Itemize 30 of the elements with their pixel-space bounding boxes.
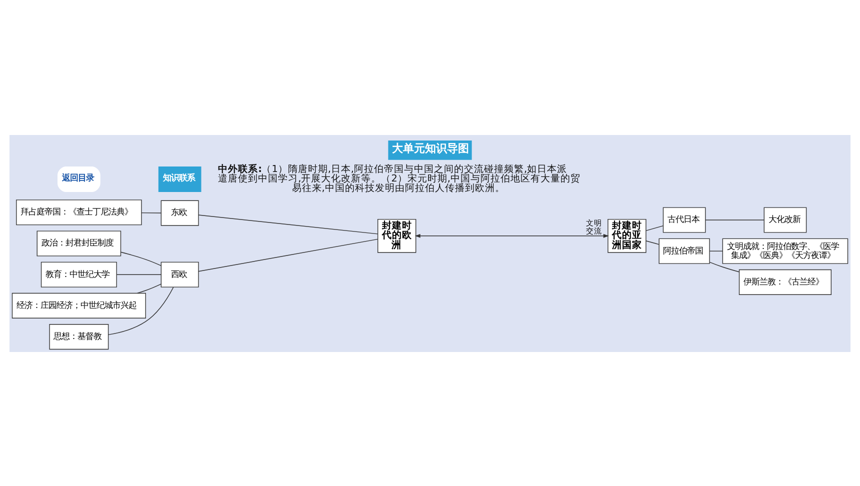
node-box: 东欧 — [160, 200, 199, 226]
node-box: 封建时代的亚洲国家 — [608, 218, 646, 252]
connector — [141, 212, 162, 213]
node-box: 教育：中世纪大学 — [40, 261, 117, 287]
connector — [198, 214, 378, 234]
node-box: 文明成就：阿拉伯数字、《医学集成》《医典》《天方夜谭》 — [722, 238, 848, 264]
node-box: 大化改新 — [764, 206, 807, 232]
label: 返回目录 — [62, 172, 94, 182]
arrow — [414, 233, 609, 238]
connector — [120, 251, 162, 266]
connector — [705, 219, 764, 220]
diagram-title: 大单元知识导图 — [392, 142, 469, 155]
node-box: 政治：封君封臣制度 — [36, 230, 122, 256]
connector — [198, 238, 378, 272]
connector — [108, 286, 174, 335]
node-box: 拜占庭帝国：《查士丁尼法典》 — [16, 199, 142, 225]
node-box: 思想：基督教 — [49, 324, 109, 350]
connector — [709, 250, 723, 251]
label: 中外联系:（1）隋唐时期,日本,阿拉伯帝国与中国之间的交流碰撞频繁,如日本派遣唐使到中国学习,开展大化改新等。（2）宋元时期,中国与阿拉伯地区有大量的贸易往来,中国的科技发明由阿拉伯人传播到欧洲。 — [218, 163, 580, 194]
connector — [646, 240, 660, 244]
node-box: 经济：庄园经济；中世纪城市兴起 — [12, 292, 146, 318]
node-box: 封建时代的欧洲 — [377, 218, 416, 252]
node-box: 伊斯兰教：《古兰经》 — [738, 268, 832, 294]
node-box: 阿拉伯帝国 — [658, 238, 710, 264]
connector — [646, 224, 664, 231]
connector — [136, 283, 162, 294]
node-box: 古代日本 — [662, 206, 706, 232]
connector — [709, 261, 740, 272]
node-box: 西欧 — [160, 261, 199, 287]
label: 知识联系 — [162, 172, 195, 182]
